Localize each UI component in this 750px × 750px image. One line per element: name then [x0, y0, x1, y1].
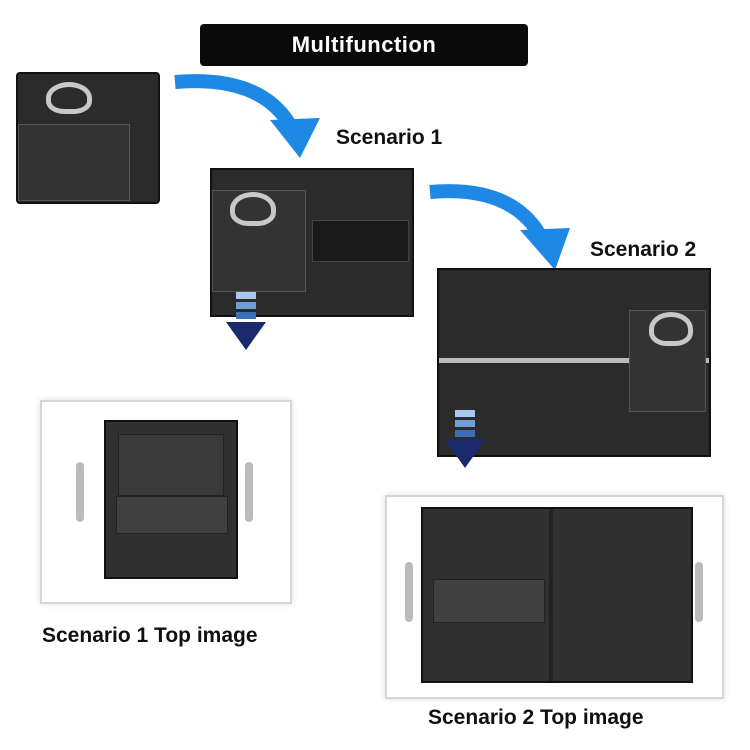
divider-flap — [116, 496, 228, 534]
handle-icon — [46, 82, 92, 114]
reflective-strip — [439, 358, 709, 363]
scenario-2-top-label: Scenario 2 Top image — [428, 706, 644, 729]
divider — [549, 509, 553, 681]
handle-icon — [230, 192, 276, 226]
front-pocket — [18, 124, 130, 201]
handle-icon — [245, 462, 253, 522]
organizer-top-view — [421, 507, 693, 683]
scenario-2-label: Scenario 2 — [590, 238, 697, 261]
scenario-1-label: Scenario 1 — [336, 126, 443, 149]
title-banner: Multifunction — [200, 24, 528, 66]
handle-icon — [695, 562, 703, 622]
divider-flap — [433, 579, 545, 623]
curved-arrow-icon — [429, 184, 570, 270]
folded-organizer-image — [16, 72, 160, 204]
scenario-1-top-image-frame — [40, 400, 292, 604]
handle-icon — [405, 562, 413, 622]
down-arrow-icon — [226, 292, 266, 350]
down-arrow-icon — [445, 410, 485, 468]
mesh-pocket — [312, 220, 409, 262]
scenario-2-top-image-frame — [385, 495, 724, 699]
handle-icon — [76, 462, 84, 522]
curved-arrow-icon — [174, 74, 320, 158]
scenario-2-organizer-image — [437, 268, 711, 457]
scenario-1-top-label: Scenario 1 Top image — [42, 624, 258, 647]
scenario-1-organizer-image — [210, 168, 414, 317]
organizer-top-view — [104, 420, 238, 579]
handle-icon — [649, 312, 693, 346]
compartment — [118, 434, 224, 496]
